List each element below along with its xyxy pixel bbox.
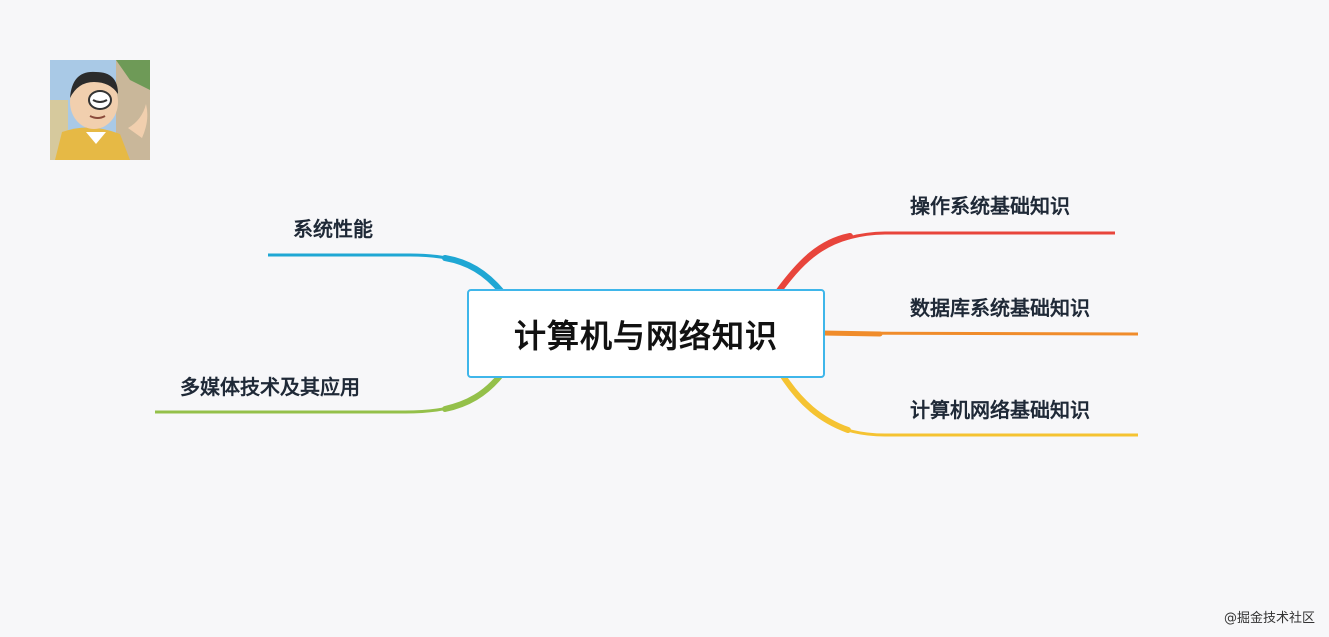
branch-media-label[interactable]: 多媒体技术及其应用 (180, 375, 360, 399)
branch-os-label[interactable]: 操作系统基础知识 (910, 194, 1070, 218)
branch-db-label[interactable]: 数据库系统基础知识 (910, 296, 1090, 320)
branch-net-label[interactable]: 计算机网络基础知识 (910, 398, 1090, 422)
connector-db-taper (819, 330, 883, 337)
branch-perf-label[interactable]: 系统性能 (293, 217, 373, 241)
connector-os-taper (775, 233, 853, 295)
connector-net-taper (780, 373, 851, 433)
cartoon-avatar-icon (50, 60, 150, 160)
root-node[interactable]: 计算机与网络知识 (467, 289, 825, 378)
connector-media-taper (442, 373, 503, 412)
connector-perf-taper (442, 255, 505, 295)
root-node-label: 计算机与网络知识 (513, 316, 778, 355)
connector-perf (268, 253, 504, 293)
watermark: @掘金技术社区 (1223, 611, 1315, 626)
